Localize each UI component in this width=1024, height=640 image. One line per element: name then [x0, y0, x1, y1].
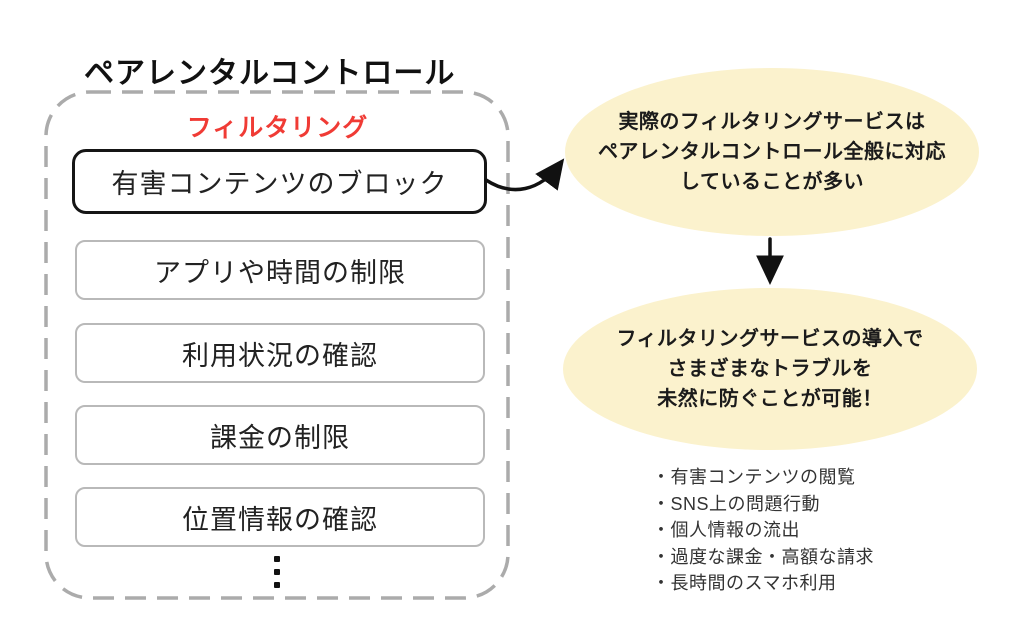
trouble-item-sns-problem: ・SNS上の問題行動	[652, 493, 821, 514]
filtering-label: フィルタリング	[186, 114, 369, 142]
ellipsis-dot	[274, 582, 280, 588]
note-bubble-bottom: フィルタリングサービスの導入で さまざまなトラブルを 未然に防ぐことが可能！	[563, 288, 977, 450]
ellipsis-dot	[274, 569, 280, 575]
ellipsis-dot	[274, 556, 280, 562]
note-bubble-top: 実際のフィルタリングサービスは ペアレンタルコントロール全般に対応 していること…	[565, 68, 979, 236]
note-line: していることが多い	[680, 171, 864, 193]
trouble-list: ・有害コンテンツの閲覧 ・SNS上の問題行動 ・個人情報の流出 ・過度な課金・高…	[652, 464, 952, 597]
trouble-item-personal-info-leak: ・個人情報の流出	[652, 520, 800, 540]
feature-box-app-time-limit: アプリや時間の制限	[75, 240, 485, 300]
trouble-item-excessive-billing: ・過度な課金・高額な請求	[652, 546, 874, 567]
note-line: 未然に防ぐことが可能！	[657, 388, 883, 410]
curved-arrow-icon	[484, 158, 565, 192]
more-items-ellipsis-icon	[271, 556, 283, 588]
note-line: フィルタリングサービスの導入で	[616, 328, 924, 350]
trouble-item-harmful-content: ・有害コンテンツの閲覧	[652, 467, 856, 487]
parental-control-title: ペアレンタルコントロール	[84, 57, 456, 90]
feature-box-usage-check: 利用状況の確認	[75, 323, 485, 383]
trouble-item-long-smartphone-use: ・長時間のスマホ利用	[652, 573, 837, 593]
feature-box-location-check: 位置情報の確認	[75, 487, 485, 547]
harmful-content-block-box: 有害コンテンツのブロック	[72, 149, 487, 214]
note-line: さまざまなトラブルを	[667, 358, 873, 380]
feature-box-billing-limit: 課金の制限	[75, 405, 485, 465]
note-line: 実際のフィルタリングサービスは	[618, 111, 926, 133]
note-line: ペアレンタルコントロール全般に対応	[597, 141, 947, 163]
